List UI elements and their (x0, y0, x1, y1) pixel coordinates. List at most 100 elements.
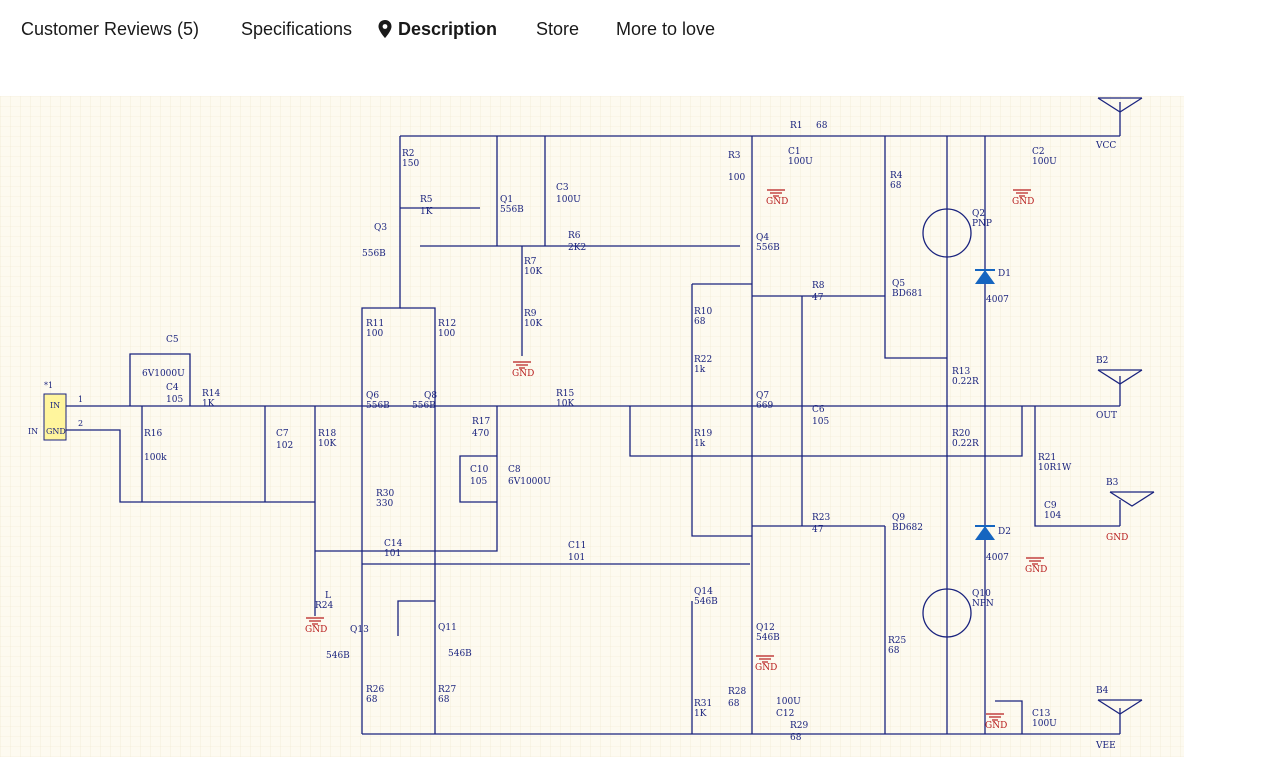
capacitor-ref-c4: C4 (166, 383, 179, 393)
transistor-value-q4: 556B (756, 243, 780, 253)
resistor-ref-r19: R19 (694, 429, 713, 439)
resistor-ref-r27: R27 (438, 685, 457, 695)
resistor-value-r30: 330 (376, 499, 393, 509)
resistor-value-r6: 2K2 (568, 243, 586, 253)
resistor-ref-r22: R22 (694, 355, 712, 365)
r11-wire (361, 246, 401, 406)
transistor-value-q3: 556B (362, 249, 386, 259)
transistor-value-q11: 546B (448, 649, 472, 659)
b4-label: B4 (1096, 686, 1109, 696)
transistor-value-q7: 669 (756, 401, 773, 411)
resistor-value-r29: 68 (790, 733, 802, 743)
transistor-value-q10: NPN (972, 599, 994, 609)
resistor-ref-r12: R12 (438, 319, 456, 329)
capacitor-value-c8: 6V1000U (508, 477, 551, 487)
resistor-ref-r7: R7 (524, 257, 537, 267)
tab-customer-reviews[interactable]: Customer Reviews (5) (21, 19, 200, 39)
connector-pin1-label: IN (50, 401, 60, 410)
resistor-value-r20: 0.22R (952, 439, 979, 449)
ground-label: GND (766, 197, 788, 207)
location-pin-icon (378, 20, 392, 38)
resistor-ref-r28: R28 (728, 687, 747, 697)
ground-symbol: GND (985, 713, 1007, 731)
resistor-value-r17: 470 (472, 429, 489, 439)
resistor-ref-r30: R30 (376, 489, 395, 499)
amplifier-schematic-image: *1 IN GND IN 1 2 VCC VEE OUT B2 B3 B4 GN… (0, 96, 1184, 757)
resistor-value-r25: 68 (888, 646, 900, 656)
resistor-ref-r5: R5 (420, 195, 433, 205)
resistor-value-r21: 10R1W (1038, 463, 1072, 473)
ground-label: GND (305, 625, 327, 635)
vcc-net-label: VCC (1095, 141, 1116, 151)
capacitor-ref-c7: C7 (276, 429, 289, 439)
connector-pin2-label: GND (46, 427, 66, 436)
tab-store[interactable]: Store (536, 19, 580, 39)
ground-symbol: GND (766, 189, 788, 207)
ground-label: GND (755, 663, 777, 673)
resistor-value-r28: 68 (728, 699, 740, 709)
transistor-value-q2: PNP (972, 219, 992, 229)
c5-wire (129, 353, 191, 406)
transistor-ref-q9: Q9 (892, 513, 905, 523)
transistor-ref-q6: Q6 (366, 391, 379, 401)
capacitor-ref-c11: C11 (568, 541, 586, 551)
vcc-port (1097, 97, 1143, 136)
ground-symbol: GND (1025, 557, 1047, 575)
schematic-diagram: *1 IN GND IN 1 2 VCC VEE OUT B2 B3 B4 GN… (0, 96, 1184, 757)
resistor-ref-r14: R14 (202, 389, 221, 399)
diode-value-d2: 4007 (986, 553, 1009, 563)
b4-port (1097, 699, 1143, 734)
c13-wire (995, 700, 1023, 734)
b3-label: B3 (1106, 478, 1119, 488)
capacitor-value-c4: 105 (166, 395, 183, 405)
capacitor-value-c7: 102 (276, 441, 293, 451)
resistor-ref-r1: R1 (790, 121, 803, 131)
capacitor-ref-c5: C5 (166, 335, 179, 345)
ground-label: GND (512, 369, 534, 379)
ground-symbol: GND (305, 617, 327, 635)
resistor-value-r11: 100 (366, 329, 383, 339)
capacitor-value-c1: 100U (788, 157, 813, 167)
resistor-ref-r20: R20 (952, 429, 971, 439)
resistor-ref-r16: R16 (144, 429, 163, 439)
resistor-value-r22: 1k (694, 365, 706, 375)
resistor-ref-r8: R8 (812, 281, 825, 291)
resistor-value-r14: 1K (202, 399, 215, 409)
resistor-value-r19: 1k (694, 439, 706, 449)
resistor-value-r8: 47 (812, 293, 824, 303)
transistor-value-q14: 546B (694, 597, 718, 607)
tab-more-to-love[interactable]: More to love (616, 19, 716, 39)
out-net-label: OUT (1096, 411, 1117, 421)
resistor-value-r10: 68 (694, 317, 706, 327)
r19-r20-wire (629, 406, 1023, 457)
connector-side-label: IN (28, 427, 38, 436)
capacitor-ref-c8: C8 (508, 465, 521, 475)
resistor-value-r4: 68 (890, 181, 902, 191)
tab-specifications[interactable]: Specifications (241, 19, 353, 39)
resistor-value-r5: 1K (420, 207, 433, 217)
ground-label: GND (1012, 197, 1034, 207)
capacitor-value-c6: 105 (812, 417, 829, 427)
capacitor-ref-c12: C12 (776, 709, 794, 719)
resistor-ref-r3: R3 (728, 151, 741, 161)
transistor-value-q5: BD681 (892, 289, 923, 299)
resistor-ref-r11: R11 (366, 319, 384, 329)
diode-ref-d1: D1 (998, 269, 1011, 279)
capacitor-value-c12: 100U (776, 697, 801, 707)
transistor-ref-q8: Q8 (424, 391, 437, 401)
transistor-value-q13: 546B (326, 651, 350, 661)
resistor-ref-r17: R17 (472, 417, 491, 427)
capacitor-value-c9: 104 (1044, 511, 1061, 521)
capacitor-ref-c9: C9 (1044, 501, 1057, 511)
resistor-value-r7: 10K (524, 267, 542, 277)
d2-diode-symbol (975, 526, 995, 540)
tab-description[interactable]: Description (378, 17, 497, 41)
q2-transistor-symbol (922, 208, 972, 258)
resistor-ref-r25: R25 (888, 636, 907, 646)
transistor-value-q9: BD682 (892, 523, 923, 533)
capacitor-ref-c3: C3 (556, 183, 569, 193)
resistor-ref-r23: R23 (812, 513, 831, 523)
zobel-wire (1034, 406, 1120, 527)
description-tab-bar: Customer Reviews (5) Specifications Desc… (0, 0, 1263, 60)
resistor-ref-r9: R9 (524, 309, 537, 319)
